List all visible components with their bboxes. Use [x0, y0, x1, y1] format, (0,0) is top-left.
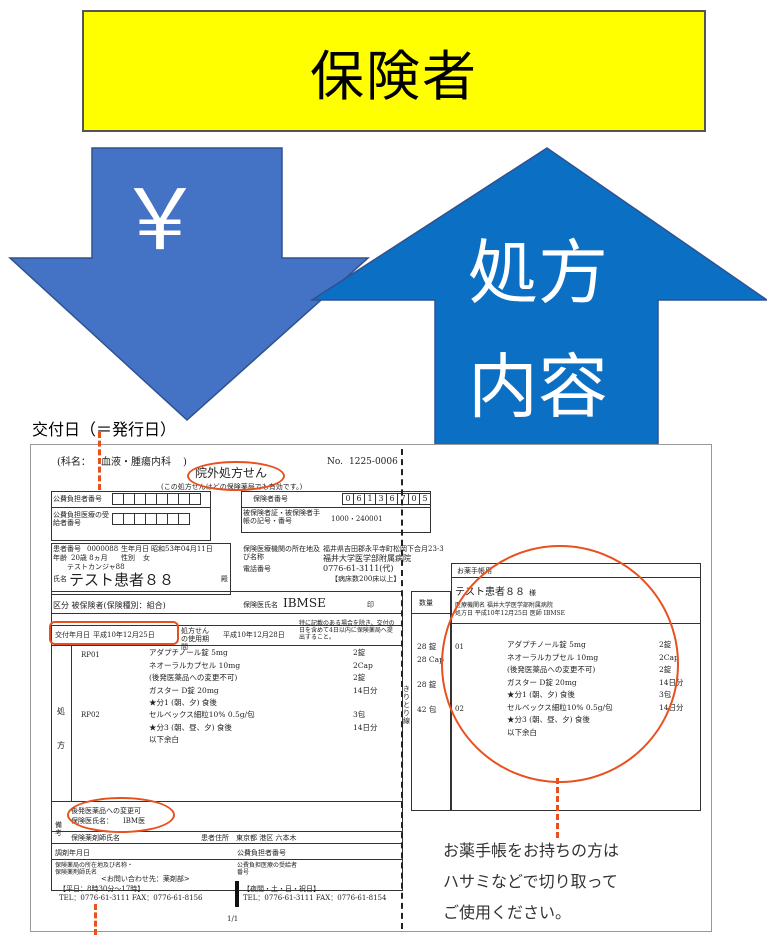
bed-count: 【病床数200床以上】 [331, 575, 401, 583]
doctor-label: 保険医氏名 [243, 601, 278, 609]
prescription-label-line2: 内容 [468, 346, 608, 428]
institution-name: 福井大学医学部附属病院 [323, 554, 411, 563]
sex-value: 女 [143, 554, 150, 562]
issue-date-connector-bottom [94, 904, 97, 935]
cut-note-line3: ご使用ください。 [443, 903, 572, 922]
insured-card-value: 1000・240001 [331, 515, 383, 523]
title-highlight [187, 461, 285, 491]
address-value: 東京都 港区 六本木 [236, 834, 297, 842]
notebook-note-connector [556, 778, 559, 838]
public-payer-label: 公費負担者番号 [53, 495, 102, 503]
generic-note-highlight [67, 797, 175, 833]
dept-value: 血液・腫瘍内科 [101, 457, 171, 468]
age-value: 20歳 8ヵ月 [71, 554, 108, 562]
patient-name: テスト患者８８ [69, 571, 175, 589]
cut-line-label: きりとり線 [403, 685, 410, 726]
honorific: 殿 [221, 575, 228, 583]
prescription-up-arrow [309, 147, 767, 471]
public-payer-label-2: 公費負担者番号 [237, 849, 286, 857]
public-payer-block [51, 491, 211, 541]
contact-weekday-tel: TEL：0776-61-3111 FAX：0776-61-8156 [59, 894, 203, 902]
patient-no: 0000088 [87, 545, 119, 553]
contact-holiday: 【夜間・土・日・祝日】 [243, 885, 320, 893]
dispense-date-label: 調剤年月日 [55, 849, 90, 857]
remarks-label: 備考 [55, 821, 62, 838]
rx2-code: RP02 [81, 711, 100, 719]
insurance-pharmacist-label: 保険薬剤師氏名 [71, 834, 120, 842]
prescription-sheet: (科名： 血液・腫瘍内科 ) 院外処方せん (この処方せんはどの保険薬局でも有効… [30, 444, 712, 932]
rx-side-label-2: 方 [57, 741, 65, 750]
insurer-number-block [241, 491, 431, 533]
contact-header: <お問い合わせ先：薬剤部> [101, 875, 190, 883]
page-number: 1/1 [227, 915, 239, 923]
pharmacy-label: 保険薬局の所在地及び名称・保険薬剤師氏名 [55, 862, 134, 876]
address-label: 患者住所 [201, 834, 229, 842]
doctor-seal: 印 [367, 601, 374, 609]
cut-note-line1: お薬手帳をお持ちの方は [443, 841, 620, 860]
doctor-name: IBMSE [283, 596, 326, 610]
rx2-lines: セルベックス細粒10% 0.5g/包★分3 (朝、昼、夕) 食後以下余白 [149, 710, 255, 744]
name-label: 氏名 [53, 575, 67, 583]
contact-weekday: 【平日：8時30分～17時】 [59, 885, 145, 893]
dept-close: ) [183, 457, 187, 468]
phone-value: 0776-61-3111(代) [323, 564, 394, 573]
number-label: No. [327, 457, 343, 467]
insured-card-label: 被保険者証・被保険者手帳の記号・番号 [243, 509, 320, 526]
issue-date-highlight [49, 621, 179, 645]
insurer-number-label: 保険者番号 [253, 495, 288, 503]
patient-no-label: 患者番号 [53, 545, 81, 553]
prescription-label-line1: 処方 [468, 232, 608, 314]
age-label: 年齢 [53, 554, 67, 562]
number-value: 1225-0006 [349, 457, 398, 467]
cut-note-line2: ハサミなどで切り取って [443, 872, 618, 891]
expiry-note: 特に記載のある場合を除き、交付の日を含めて4日以内に保険薬局へ提出すること。 [299, 620, 395, 641]
notebook-title: お薬手帳用 [457, 567, 492, 575]
phone-label: 電話番号 [243, 565, 271, 573]
insurer-label: 保険者 [310, 44, 478, 108]
cut-line [401, 449, 403, 929]
patient-block [51, 543, 231, 595]
birth-label: 生年月日 [121, 545, 149, 553]
money-down-arrow [8, 147, 370, 422]
qty-header: 数量 [419, 599, 433, 607]
insurance-category: 区分 被保険者(保険種別：組合) [53, 601, 166, 610]
public-recipient-label-2: 公費負担医療の受給者番号 [237, 862, 298, 876]
kana-name: テストカンジャ88 [67, 563, 125, 571]
dept-open: (科名： [57, 457, 91, 468]
contact-holiday-tel: TEL：0776-61-3111 FAX：0776-61-8154 [243, 894, 387, 902]
notebook-highlight [441, 545, 679, 783]
institution-label: 保険医療機関の所在地及び名称 [243, 545, 320, 562]
expiry-value: 平成10年12月28日 [223, 631, 285, 639]
rx-side-label-1: 処 [57, 707, 65, 716]
institution-address: 福井県吉田郡永平寺町松岡下合月23-3 [323, 545, 444, 553]
rx1-code: RP01 [81, 651, 100, 659]
notebook-cut-note: お薬手帳をお持ちの方は ハサミなどで切り取って ご使用ください。 [443, 835, 619, 928]
insurer-banner: 保険者 [82, 10, 706, 132]
issue-date-caption: 交付日（＝発行日） [32, 420, 177, 439]
yen-label: ￥ [118, 171, 203, 269]
issue-date-value: 平成10年12月25日 [93, 631, 155, 639]
birth-value: 昭和53年04月11日 [151, 545, 213, 553]
issue-date-connector [98, 432, 101, 490]
barcode-mark [235, 881, 239, 907]
expiry-label: 処方せんの使用期間 [181, 627, 209, 652]
issue-date-field-label: 交付年月日 [55, 631, 90, 639]
sex-label: 性別 [121, 554, 135, 562]
public-recipient-label: 公費負担医療の受給者番号 [53, 511, 109, 528]
